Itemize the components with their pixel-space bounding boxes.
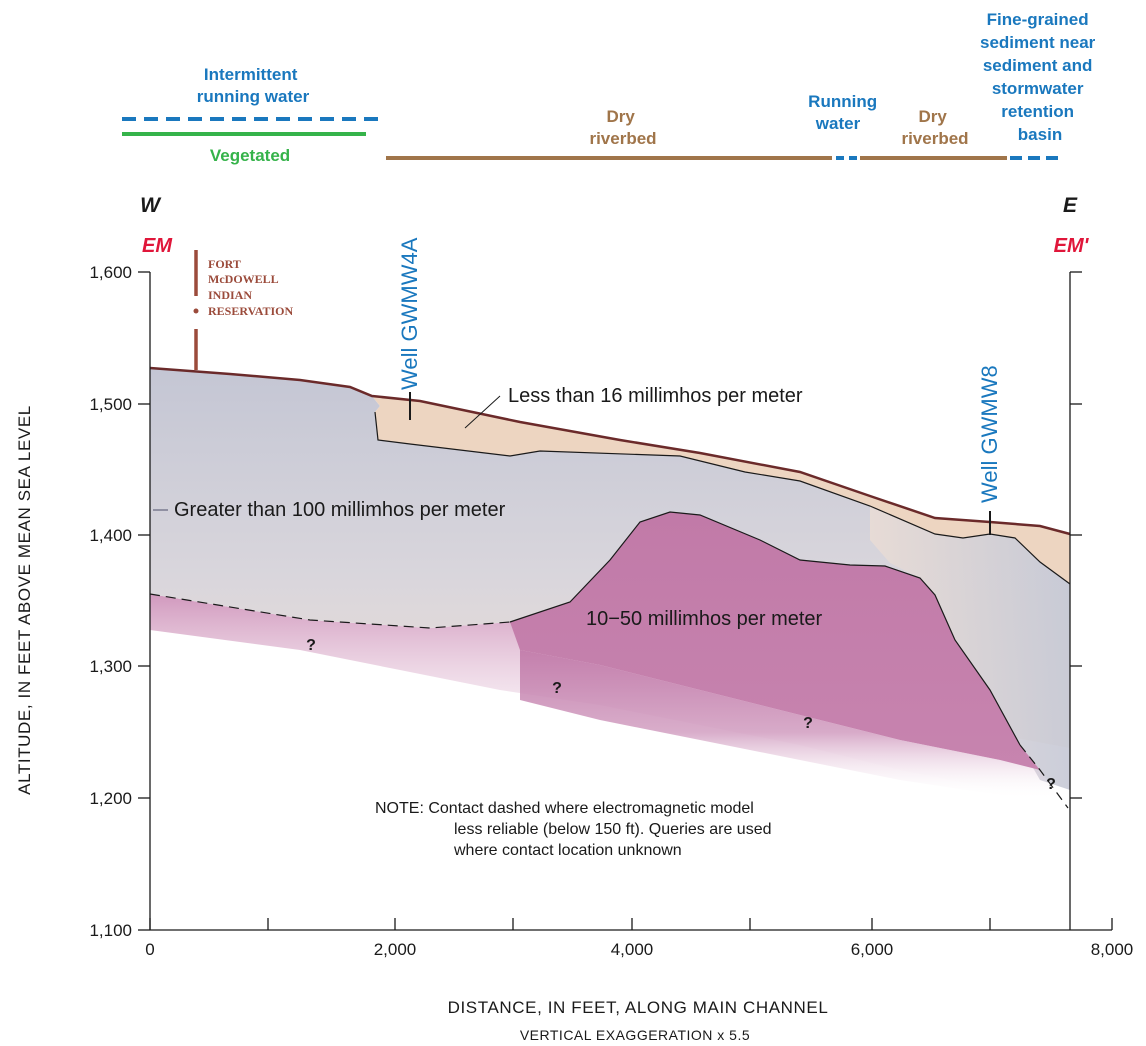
x-tick-label: 4,000 xyxy=(611,940,654,959)
x-tick-label: 6,000 xyxy=(851,940,894,959)
mid-conductivity-label: 10−50 millimhos per meter xyxy=(586,608,823,630)
cross-section-fills xyxy=(150,368,1070,800)
x-tick-label: 2,000 xyxy=(374,940,417,959)
high-conductivity-label: Greater than 100 millimhos per meter xyxy=(174,499,506,521)
mid-conductivity-zone xyxy=(510,512,1040,770)
west-label: W xyxy=(140,194,162,217)
running-water-label: Running water xyxy=(808,92,882,133)
land-surface-line xyxy=(149,366,1071,536)
low-conductivity-label: Less than 16 millimhos per meter xyxy=(508,385,803,407)
y-tick-label: 1,400 xyxy=(89,526,132,545)
well-gwmw8-label: Well GWMW8 xyxy=(977,365,1002,503)
dry-riverbed-label-2: Dry riverbed xyxy=(901,107,968,148)
reservation-boundary-dot xyxy=(193,308,199,314)
y-axis-title: ALTITUDE, IN FEET ABOVE MEAN SEA LEVEL xyxy=(15,405,34,795)
east-label: E xyxy=(1063,194,1078,217)
query-mark: ? xyxy=(1046,776,1056,793)
query-mark: ? xyxy=(552,680,562,697)
mid-body-contact-dashed xyxy=(1019,744,1069,809)
y-tick-label: 1,200 xyxy=(89,789,132,808)
y-tick-label: 1,100 xyxy=(89,921,132,940)
dry-riverbed-label-1: Dry riverbed xyxy=(589,107,656,148)
well-gwmw4a: Well GWMW4A xyxy=(397,237,422,420)
mid-body-contact xyxy=(509,511,1021,746)
well-gwmw8: Well GWMW8 xyxy=(977,365,1002,535)
mid-conductivity-fade xyxy=(520,650,1060,800)
x-tick-label: 8,000 xyxy=(1091,940,1134,959)
query-mark: ? xyxy=(803,715,813,732)
low-high-contact xyxy=(374,411,1071,585)
query-mark: ? xyxy=(306,637,316,654)
deep-contact-dashed xyxy=(149,593,511,629)
em-start-label: EM xyxy=(142,235,173,257)
intermittent-label: Intermittent running water xyxy=(197,65,310,106)
axes xyxy=(138,271,1113,931)
tick-labels: 1,600 1,500 1,400 1,300 1,200 1,100 0 2,… xyxy=(89,263,1133,959)
y-tick-label: 1,300 xyxy=(89,657,132,676)
note-text: NOTE: Contact dashed where electromagnet… xyxy=(375,800,776,859)
well-gwmw4a-label: Well GWMW4A xyxy=(397,237,422,390)
surface-conditions: Intermittent running water Vegetated Dry… xyxy=(122,10,1100,165)
x-tick-label: 0 xyxy=(145,940,154,959)
high-conductivity-east xyxy=(870,506,1070,790)
y-tick-label: 1,500 xyxy=(89,395,132,414)
contact-lines xyxy=(149,411,1071,809)
y-tick-label: 1,600 xyxy=(89,263,132,282)
low-conductivity-zone xyxy=(372,396,1070,584)
reservation-boundary: FORT McDOWELL INDIAN RESERVATION xyxy=(193,250,293,370)
em-end-label: EM' xyxy=(1054,235,1090,257)
x-axis-title: DISTANCE, IN FEET, ALONG MAIN CHANNEL xyxy=(448,998,829,1017)
reservation-label: FORT McDOWELL INDIAN RESERVATION xyxy=(208,257,293,318)
vegetated-label: Vegetated xyxy=(210,146,290,165)
low-unit-leader xyxy=(464,395,501,429)
fine-grained-label: Fine-grained sediment near sediment and … xyxy=(980,10,1100,144)
vertical-exaggeration: VERTICAL EXAGGERATION x 5.5 xyxy=(520,1027,750,1043)
